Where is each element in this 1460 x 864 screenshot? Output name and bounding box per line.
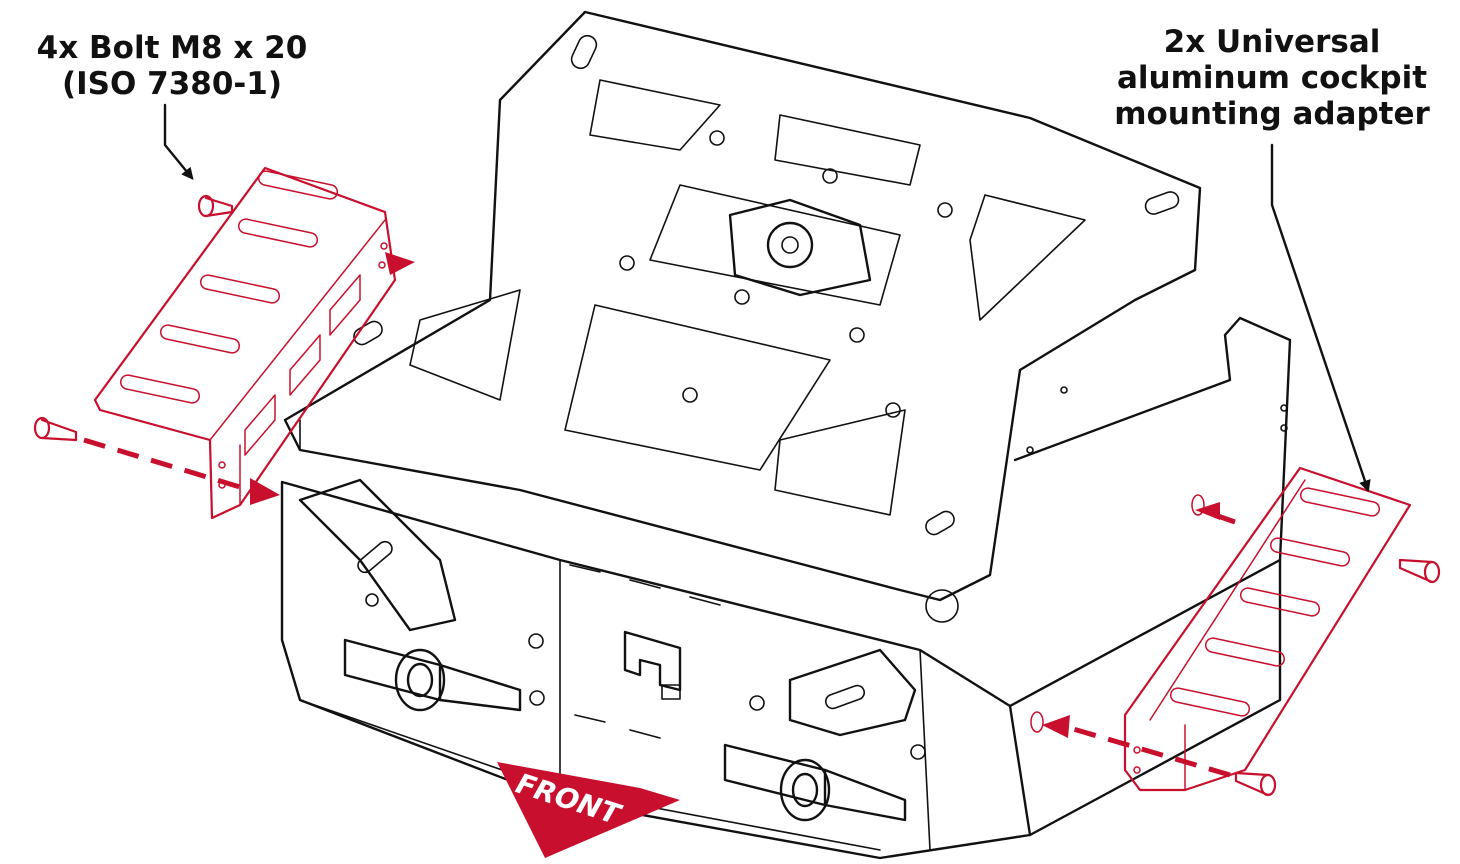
adapter-label-line1: 2x Universal (1164, 24, 1381, 60)
left-mounting-adapter (33, 166, 415, 520)
front-direction-arrow: FRONT (497, 762, 680, 858)
seat-base (280, 10, 1292, 860)
adapter-label-line2: aluminum cockpit (1117, 60, 1427, 96)
adapter-label-line3: mounting adapter (1114, 96, 1430, 132)
right-mounting-adapter (1030, 466, 1441, 797)
bolt-label-line2: (ISO 7380-1) (62, 66, 282, 102)
adapter-callout-line (1270, 143, 1371, 493)
bolt-label-line1: 4x Bolt M8 x 20 (37, 30, 308, 66)
bolt-callout-line (163, 103, 194, 180)
